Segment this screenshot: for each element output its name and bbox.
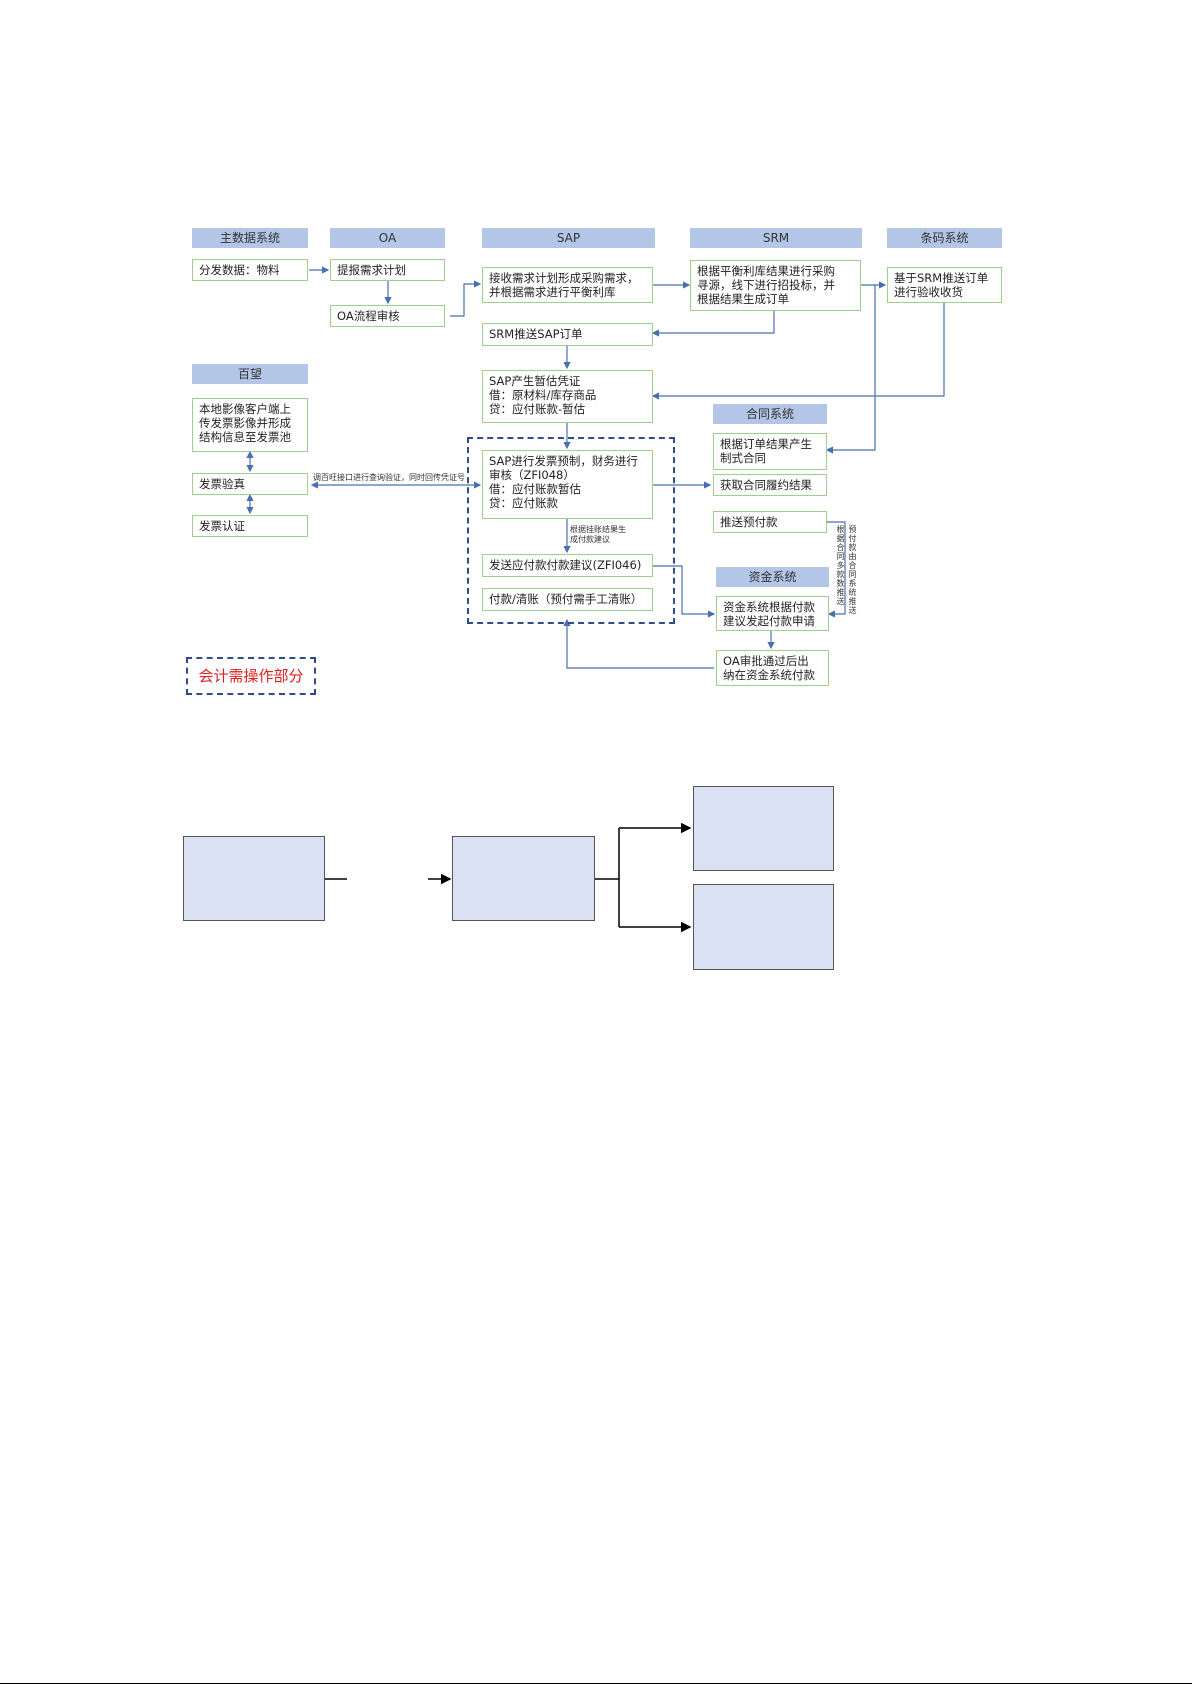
box-fund-apply: 资金系统根据付款 建议发起付款申请	[716, 596, 829, 631]
box-srm-push-sap: SRM推送SAP订单	[482, 323, 653, 346]
box-payment-clear: 付款/清账（预付需手工清账）	[482, 588, 653, 611]
footer-rule	[0, 1683, 1192, 1684]
box-sap-voucher: SAP产生暂估凭证 借：原材料/库存商品 贷：应付账款-暂估	[482, 370, 653, 423]
box-contract-generate: 根据订单结果产生 制式合同	[713, 433, 827, 470]
blank-box-4	[693, 884, 834, 970]
bottom-connectors	[325, 822, 692, 933]
box-srm-sourcing: 根据平衡利库结果进行采购 寻源，线下进行招投标，并 根据结果生成订单	[690, 260, 861, 311]
label-settle-suggest: 根据挂账结果生 成付款建议	[570, 525, 626, 544]
blank-box-1	[183, 836, 325, 921]
box-invoice-auth: 发票认证	[192, 515, 308, 537]
lane-header-oa: OA	[330, 228, 445, 248]
box-oa-approve: OA审批通过后出 纳在资金系统付款	[716, 650, 829, 686]
box-report-plan: 提报需求计划	[330, 259, 445, 281]
box-receive-plan: 接收需求计划形成采购需求， 并根据需求进行平衡利库	[482, 267, 653, 303]
box-sap-invoice: SAP进行发票预制，财务进行 审核（ZFI048） 借：应付账款暂估 贷：应付账…	[482, 450, 653, 519]
lane-header-fund: 资金系统	[716, 567, 829, 587]
accounting-frame	[467, 437, 675, 624]
label-baiwang-api: 调百旺接口进行查询验证，同时回传凭证号	[313, 473, 465, 482]
blank-box-3	[693, 786, 834, 871]
box-distribute-data: 分发数据：物料	[192, 259, 308, 281]
box-local-image: 本地影像客户端上 传发票影像并形成 结构信息至发票池	[192, 398, 308, 452]
lane-header-barcode: 条码系统	[887, 228, 1002, 248]
label-contract-basis: 根据合同多款数推送	[836, 525, 845, 606]
flow-connectors	[246, 266, 945, 669]
box-oa-review: OA流程审核	[330, 305, 445, 327]
lane-header-sap: SAP	[482, 228, 655, 248]
lane-header-contract: 合同系统	[713, 404, 827, 424]
label-prepay-contract: 预付款由合同系统推送	[848, 525, 857, 615]
box-push-prepay: 推送预付款	[713, 511, 827, 533]
box-send-payment: 发送应付款付款建议(ZFI046)	[482, 554, 653, 577]
box-invoice-verify: 发票验真	[192, 473, 308, 495]
blank-box-2	[452, 836, 595, 921]
lane-header-srm: SRM	[690, 228, 862, 248]
legend-accounting: 会计需操作部分	[186, 657, 316, 695]
lane-header-baiwang: 百望	[192, 364, 308, 384]
lane-header-master: 主数据系统	[192, 228, 308, 248]
box-barcode-receive: 基于SRM推送订单 进行验收收货	[887, 267, 1002, 303]
box-contract-result: 获取合同履约结果	[713, 474, 827, 496]
